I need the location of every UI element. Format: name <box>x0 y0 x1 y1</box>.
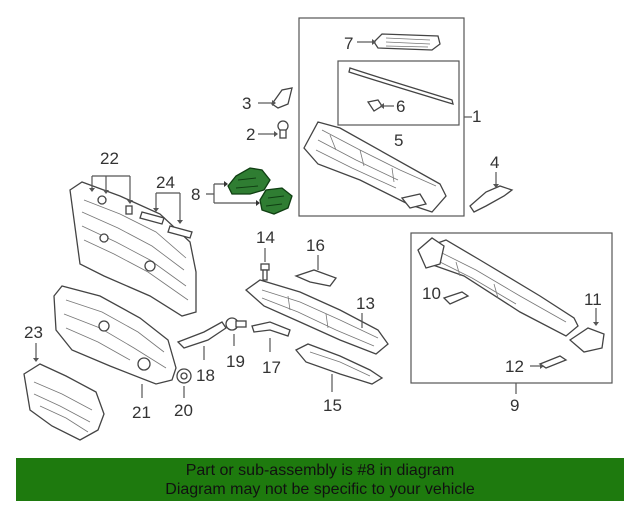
callout-3: 3 <box>242 94 251 113</box>
callout-24: 24 <box>156 173 175 192</box>
part-1-cowl-panel[interactable] <box>303 121 447 213</box>
part-24-pad-a[interactable] <box>139 211 165 225</box>
part-15-panel[interactable] <box>294 343 384 385</box>
callout-7: 7 <box>344 34 353 53</box>
callout-16: 16 <box>306 236 325 255</box>
part-6-clip[interactable] <box>366 99 383 112</box>
part-23-insulator[interactable] <box>23 363 105 441</box>
part-18-bracket[interactable] <box>176 321 227 349</box>
part-2-clip[interactable] <box>277 120 289 139</box>
part-17-seal[interactable] <box>251 321 291 337</box>
callout-12: 12 <box>505 357 524 376</box>
callout-4: 4 <box>490 153 499 172</box>
part-5-seal-strip[interactable] <box>348 67 454 105</box>
part-16-bracket[interactable] <box>294 269 338 287</box>
part-8-highlighted-assembly[interactable] <box>227 167 293 215</box>
part-22-clip-b[interactable] <box>125 205 133 215</box>
callout-18: 18 <box>196 366 215 385</box>
callout-1: 1 <box>472 107 481 126</box>
notice-line-1: Part or sub-assembly is #8 in diagram <box>185 462 455 479</box>
part-4-bracket[interactable] <box>469 185 514 213</box>
callout-2: 2 <box>246 125 255 144</box>
part-13-reinforcement[interactable] <box>244 279 389 355</box>
part-24-pad-b[interactable] <box>167 225 193 239</box>
part-7-cowl-top[interactable] <box>373 33 441 51</box>
callout-6: 6 <box>396 97 405 116</box>
part-9-panel[interactable] <box>423 239 579 337</box>
part-19-bolt[interactable] <box>225 317 247 331</box>
callout-13: 13 <box>356 294 375 313</box>
callout-22: 22 <box>100 149 119 168</box>
callout-21: 21 <box>132 403 151 422</box>
panel-assembly-box <box>410 232 613 384</box>
callout-17: 17 <box>262 358 281 377</box>
callout-23: 23 <box>24 323 43 342</box>
callout-14: 14 <box>256 228 275 247</box>
notice-banner: Part or sub-assembly is #8 in diagram Di… <box>16 458 624 501</box>
part-20-grommet[interactable] <box>176 368 192 384</box>
callout-9: 9 <box>510 396 519 415</box>
notice-line-2: Diagram may not be specific to your vehi… <box>165 481 475 498</box>
part-22-clip-a[interactable] <box>97 195 107 205</box>
callout-5: 5 <box>394 131 403 150</box>
part-21-dash-silencer[interactable] <box>53 285 177 385</box>
callout-19: 19 <box>226 352 245 371</box>
callout-20: 20 <box>174 401 193 420</box>
part-11-bracket[interactable] <box>568 327 605 353</box>
cowl-sub-box <box>337 60 460 126</box>
part-3-bracket[interactable] <box>271 87 293 109</box>
callout-11: 11 <box>584 290 602 309</box>
part-10b-pad[interactable] <box>442 291 470 305</box>
parts-diagram: 1 2 3 4 5 6 7 8 9 10 11 12 13 14 15 16 1… <box>23 17 613 441</box>
callout-10: 10 <box>422 284 441 303</box>
part-10-bracket[interactable] <box>417 237 445 269</box>
part-22-dash-insulator[interactable] <box>69 181 197 317</box>
part-14-bolt[interactable] <box>260 263 270 281</box>
callout-15: 15 <box>323 396 342 415</box>
part-12-pad[interactable] <box>538 355 568 369</box>
callout-8: 8 <box>191 185 200 204</box>
